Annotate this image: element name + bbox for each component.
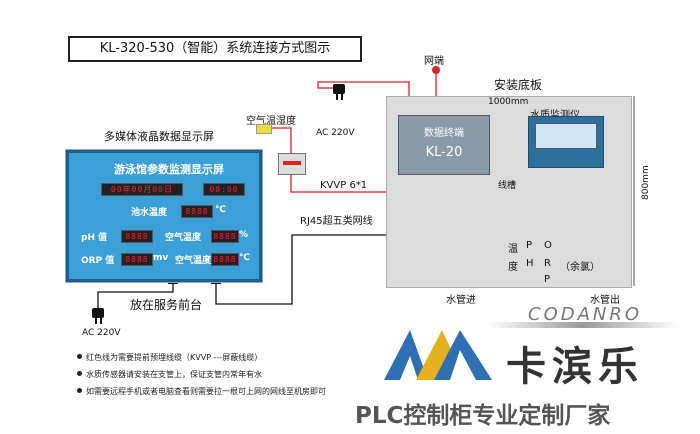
air-temp2-led: 8888 [211,253,239,266]
note-1: 红色线为需要提前预埋线缆（KVVP ---屏蔽线缆） [86,353,263,362]
ph-led: 8888 [121,230,153,243]
sensor-orp-3: P [544,274,551,285]
diagram-title: KL-320-530（智能）系统连接方式图示 [68,36,362,62]
bullet-icon [77,388,82,393]
sensor-ph-1: P [526,240,533,251]
pool-temp-unit: ℃ [215,205,226,215]
sensor-ph-2: H [526,258,534,269]
inlet-label: 水管进 [446,295,476,306]
ac-label-board: AC 220V [316,128,355,138]
air-sensor-box [278,153,306,175]
sensor-plug-icon [256,124,272,134]
screen-title: 游泳馆参数监测显示屏 [114,163,224,176]
display-screen: 游泳馆参数监测显示屏 00年00月00日 00:00 池水温度 8888 ℃ p… [66,150,262,282]
kvvp-label: KVVP 6*1 [320,180,368,191]
ph-label: pH 值 [81,233,108,243]
pool-temp-led: 8888 [181,205,213,218]
orp-unit: mv [153,253,169,263]
front-desk-label: 放在服务前台 [130,298,203,312]
note-2: 水质传感器请安装在支管上，保证支管内常年有水 [86,370,262,379]
sensor-orp-2: R [544,258,551,269]
orp-led: 8888 [121,253,153,266]
sensor-temp-1: 温 [508,244,518,255]
sensor-orp-1: O [544,240,552,251]
water-monitor [528,116,604,168]
ac-label-display: AC 220V [82,328,121,338]
red-wire-sensor [271,127,292,160]
brand-slogan: PLC控制柜专业定制厂家 [355,403,611,429]
red-wire-power [317,81,410,102]
network-bulb [432,66,440,74]
terminal-title: 数据终端 [424,128,464,139]
display-caption: 多媒体液晶数据显示屏 [104,130,214,143]
air-temp-label: 空气温度 [165,233,202,243]
brand-logo-icon [384,330,492,380]
bullet-icon [77,354,82,359]
time-led: 00:00 [203,183,245,196]
orp-label: ORP 值 [81,256,115,266]
channel-label: 线槽 [498,181,517,191]
note-3: 如需要远程手机或者电脑查看则需要拉一根可上网的网线至机房即可 [86,387,326,396]
outlet-label: 水管出 [590,295,620,306]
chlorine-label: （余氯） [560,262,600,273]
brand-name: 卡滨乐 [506,344,644,390]
rj45-label: RJ45超五类网线 [300,216,373,227]
air-temp-unit: % [239,230,249,240]
black-wire-display-power [97,281,174,308]
data-terminal: 数据终端 KL-20 [398,115,490,175]
sensor-temp-2: 度 [508,262,518,273]
board-width: 1000mm [488,97,529,107]
terminal-model: KL-20 [425,145,463,160]
monitor-title: 水质监测仪 [530,106,580,121]
air-temp2-label: 空气温度 [175,256,212,266]
air-temp2-unit: ℃ [239,253,250,263]
network-label: 网端 [424,56,444,67]
board-height: 800mm [641,165,651,200]
air-sensor-label: 空气温湿度 [246,116,296,127]
air-temp-led: 8888 [211,230,239,243]
logo-swoosh [488,322,678,328]
date-led: 00年00月00日 [101,183,183,196]
board-title: 安装底板 [494,78,543,92]
pool-temp-label: 池水温度 [131,208,168,218]
brand-codanro: CODANRO [528,304,643,325]
bullet-icon [77,371,82,376]
